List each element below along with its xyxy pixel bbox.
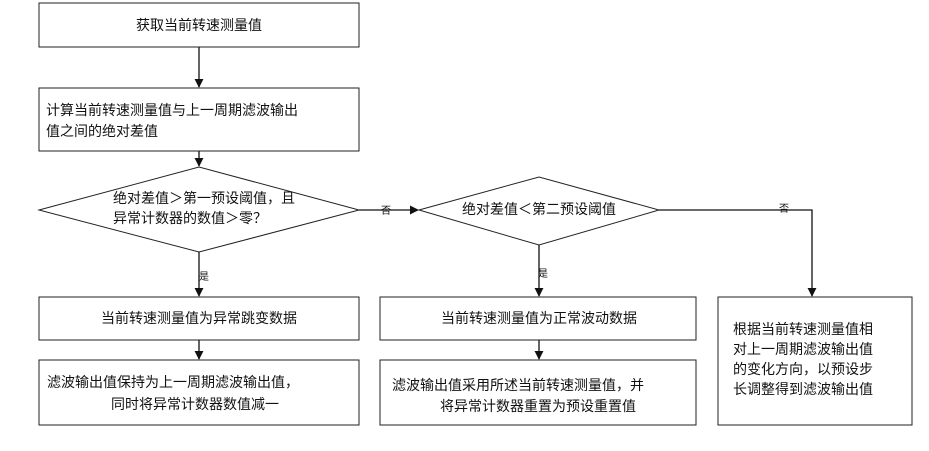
edge-label-d1-no: 否: [381, 205, 391, 217]
get-speed-text: 获取当前转速测量值: [136, 17, 262, 34]
adjust-step-text-line-1: 根据当前转速测量值相: [733, 321, 873, 338]
use-measured-text-line-2: 将异常计数器重置为预设重置值: [440, 399, 636, 415]
adjust-step-text-line-3: 的变化方向，以预设步: [733, 362, 873, 378]
edge-label-d2-no: 否: [779, 203, 789, 215]
decision2-text: 绝对差值＜第二预设阈值: [462, 201, 616, 218]
hold-output-box: [39, 360, 359, 425]
use-measured-text-line-1: 滤波输出值采用所述当前转速测量值，并: [392, 377, 644, 394]
calc-diff-box: [39, 88, 359, 151]
calc-diff-text-line-2: 值之间的绝对差值: [46, 124, 158, 140]
abnormal-jump-text: 当前转速测量值为异常跳变数据: [101, 310, 297, 327]
adjust-step-box: [718, 297, 912, 425]
hold-output-text-line-2: 同时将异常计数器数值减一: [111, 397, 279, 413]
decision1-diamond: [39, 167, 359, 252]
adjust-step-text-line-2: 对上一周期滤波输出值: [733, 342, 873, 358]
calc-diff-text-line-1: 计算当前转速测量值与上一周期滤波输出: [46, 102, 298, 119]
adjust-step-text-line-4: 长调整得到滤波输出值: [733, 381, 873, 398]
normal-fluct-text: 当前转速测量值为正常波动数据: [441, 310, 637, 327]
hold-output-text-line-1: 滤波输出值保持为上一周期滤波输出值，: [47, 375, 299, 391]
decision1-text-line-2: 异常计数器的数值＞零？: [113, 211, 267, 227]
edge-label-d2-yes: 是: [538, 268, 548, 280]
edge-label-d1-yes: 是: [199, 271, 209, 283]
edge-d2-no: [659, 210, 812, 296]
decision1-text-line-1: 绝对差值＞第一预设阈值，且: [113, 190, 295, 207]
